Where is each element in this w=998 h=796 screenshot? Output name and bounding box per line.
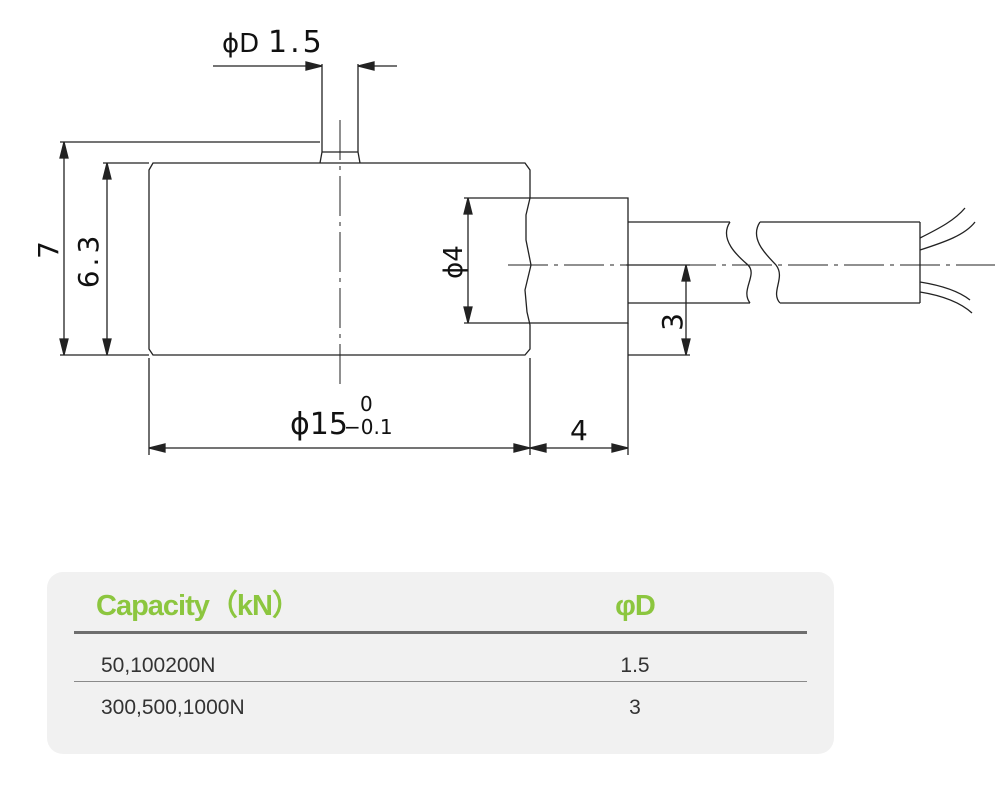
cable-wires [919, 207, 976, 314]
dim-phiD-value: 1.5 [268, 25, 325, 60]
header-divider [74, 631, 807, 634]
row-divider [74, 681, 807, 682]
row1-phiD: 1.5 [620, 654, 650, 677]
cable-gland [530, 197, 629, 324]
dim-3: 3 [656, 313, 689, 331]
row2-phiD: 3 [629, 696, 641, 719]
dim-height-inner: 6.3 [72, 232, 105, 289]
dim-diameter-lower: −0.1 [344, 415, 393, 439]
cable [628, 221, 921, 304]
spec-table [47, 572, 834, 754]
row1-capacity: 50,100200N [101, 654, 216, 677]
dim-diameter: ϕ15 [290, 407, 348, 442]
sensor-body-outline [148, 162, 532, 356]
phiD-header: φD [615, 590, 656, 622]
dim-diameter-upper: 0 [360, 392, 373, 416]
capacity-header: Capacity（kN） [96, 590, 301, 622]
dim-4: 4 [570, 414, 588, 447]
technical-drawing: ϕD 1.5 7 6.3 ϕ4 3 ϕ15 0 −0.1 4 [32, 25, 995, 455]
dim-phi4: ϕ4 [439, 245, 469, 279]
row2-capacity: 300,500,1000N [101, 696, 245, 719]
dim-phiD-label: ϕD [222, 29, 259, 59]
dim-height-outer: 7 [32, 241, 65, 259]
